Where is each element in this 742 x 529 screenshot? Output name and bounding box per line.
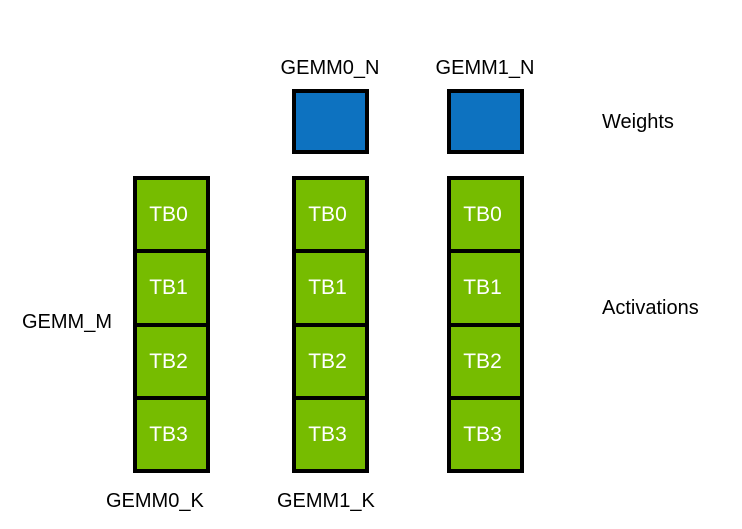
gemm-m-cell-tb1: TB1 bbox=[137, 253, 206, 327]
gemm1-cell-tb2: TB2 bbox=[451, 326, 520, 400]
gemm1-cell-tb1-label: TB1 bbox=[463, 276, 502, 300]
gemm1-cell-tb0-label: TB0 bbox=[463, 203, 502, 227]
weights-label: Weights bbox=[602, 111, 674, 133]
gemm-m-cell-tb3-label: TB3 bbox=[149, 422, 188, 446]
gemm0-cell-tb2-label: TB2 bbox=[308, 349, 347, 373]
gemm0-k-label: GEMM0_K bbox=[106, 490, 204, 512]
gemm1-k-label: GEMM1_K bbox=[277, 490, 375, 512]
gemm0-cell-tb3-label: TB3 bbox=[308, 422, 347, 446]
gemm-m-label: GEMM_M bbox=[22, 311, 112, 333]
activations-label: Activations bbox=[602, 297, 699, 319]
gemm1-cell-tb2-label: TB2 bbox=[463, 349, 502, 373]
gemm-m-cell-tb2: TB2 bbox=[137, 326, 206, 400]
gemm0-cell-tb1-label: TB1 bbox=[308, 276, 347, 300]
gemm0-weight-tile bbox=[292, 89, 369, 154]
gemm0-cell-tb3: TB3 bbox=[296, 399, 365, 469]
gemm1-weight-tile bbox=[447, 89, 524, 154]
gemm-m-cell-tb3: TB3 bbox=[137, 399, 206, 469]
gemm1-cell-tb0: TB0 bbox=[451, 180, 520, 254]
gemm0-cell-tb0: TB0 bbox=[296, 180, 365, 254]
gemm1-cell-tb3: TB3 bbox=[451, 399, 520, 469]
gemm0-cell-tb0-label: TB0 bbox=[308, 203, 347, 227]
gemm0-cell-tb1: TB1 bbox=[296, 253, 365, 327]
gemm1-cell-tb3-label: TB3 bbox=[463, 422, 502, 446]
gemm0-n-label-line1: GEMM0_N bbox=[280, 57, 380, 79]
gemm1-activation-column: TB0 TB1 TB2 TB3 bbox=[447, 176, 524, 473]
gemm-m-cell-tb0: TB0 bbox=[137, 180, 206, 254]
gemm0-activation-column: TB0 TB1 TB2 TB3 bbox=[292, 176, 369, 473]
gemm0-cell-tb2: TB2 bbox=[296, 326, 365, 400]
gemm-m-cell-tb2-label: TB2 bbox=[149, 349, 188, 373]
gemm-m-cell-tb1-label: TB1 bbox=[149, 276, 188, 300]
gemm1-cell-tb1: TB1 bbox=[451, 253, 520, 327]
gemm-m-column: TB0 TB1 TB2 TB3 bbox=[133, 176, 210, 473]
gemm-m-cell-tb0-label: TB0 bbox=[149, 203, 188, 227]
gemm1-n-label-line1: GEMM1_N bbox=[435, 57, 535, 79]
